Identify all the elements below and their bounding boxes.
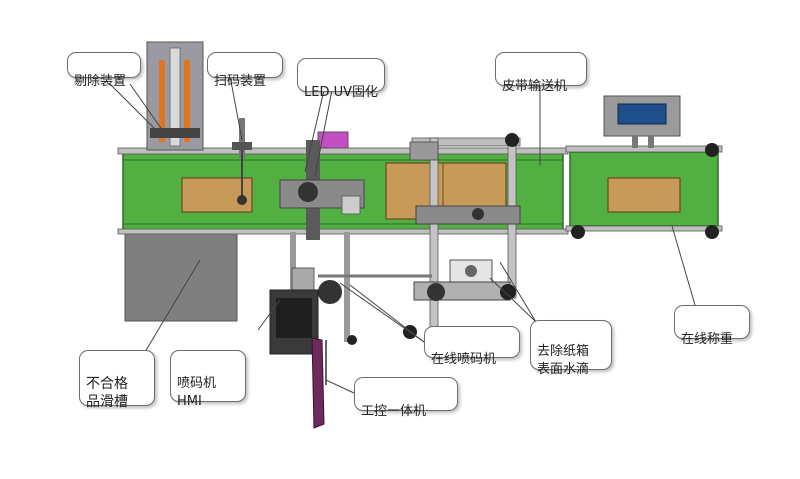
leader-lines	[109, 75, 696, 394]
label-text: 在线喷码机	[431, 352, 497, 367]
water-removal-unit	[413, 259, 516, 301]
label-text: 去除纸箱 表面水滴	[537, 344, 590, 377]
label-text: 工控一体机	[361, 404, 427, 419]
reject-chute	[124, 232, 238, 322]
label-reject-chute: 不合格 品滑槽	[79, 350, 155, 410]
label-text: 皮带输送机	[502, 79, 568, 94]
label-inline-weigher: 在线称重	[674, 305, 750, 347]
label-text: 不合格 品滑槽	[86, 376, 128, 410]
reject-device	[146, 41, 204, 151]
label-text: 剔除装置	[74, 74, 127, 89]
label-scan-device: 扫码装置	[207, 52, 283, 89]
gantry-frame	[403, 133, 521, 339]
label-reject-device: 剔除装置	[67, 52, 141, 89]
label-printer-hmi: 喷码机 HMI	[170, 350, 246, 409]
label-text: LED UV固化	[304, 85, 379, 100]
label-text: 在线称重	[681, 332, 734, 347]
label-text: 扫码装置	[214, 74, 267, 89]
label-industrial-pc: 工控一体机	[354, 377, 458, 419]
label-text: 喷码机 HMI	[177, 376, 217, 409]
label-inline-printer: 在线喷码机	[424, 326, 520, 367]
inline-weigher	[565, 95, 723, 239]
label-led-uv: LED UV固化	[297, 58, 385, 100]
industrial-pc-panel	[311, 337, 327, 429]
inline-printer-unit	[290, 232, 432, 345]
led-uv-unit	[279, 131, 365, 240]
label-water-removal: 去除纸箱 表面水滴	[530, 320, 612, 377]
carton	[181, 177, 253, 213]
printer-hmi-screen	[269, 289, 319, 355]
label-belt-conveyor: 皮带输送机	[495, 52, 587, 94]
